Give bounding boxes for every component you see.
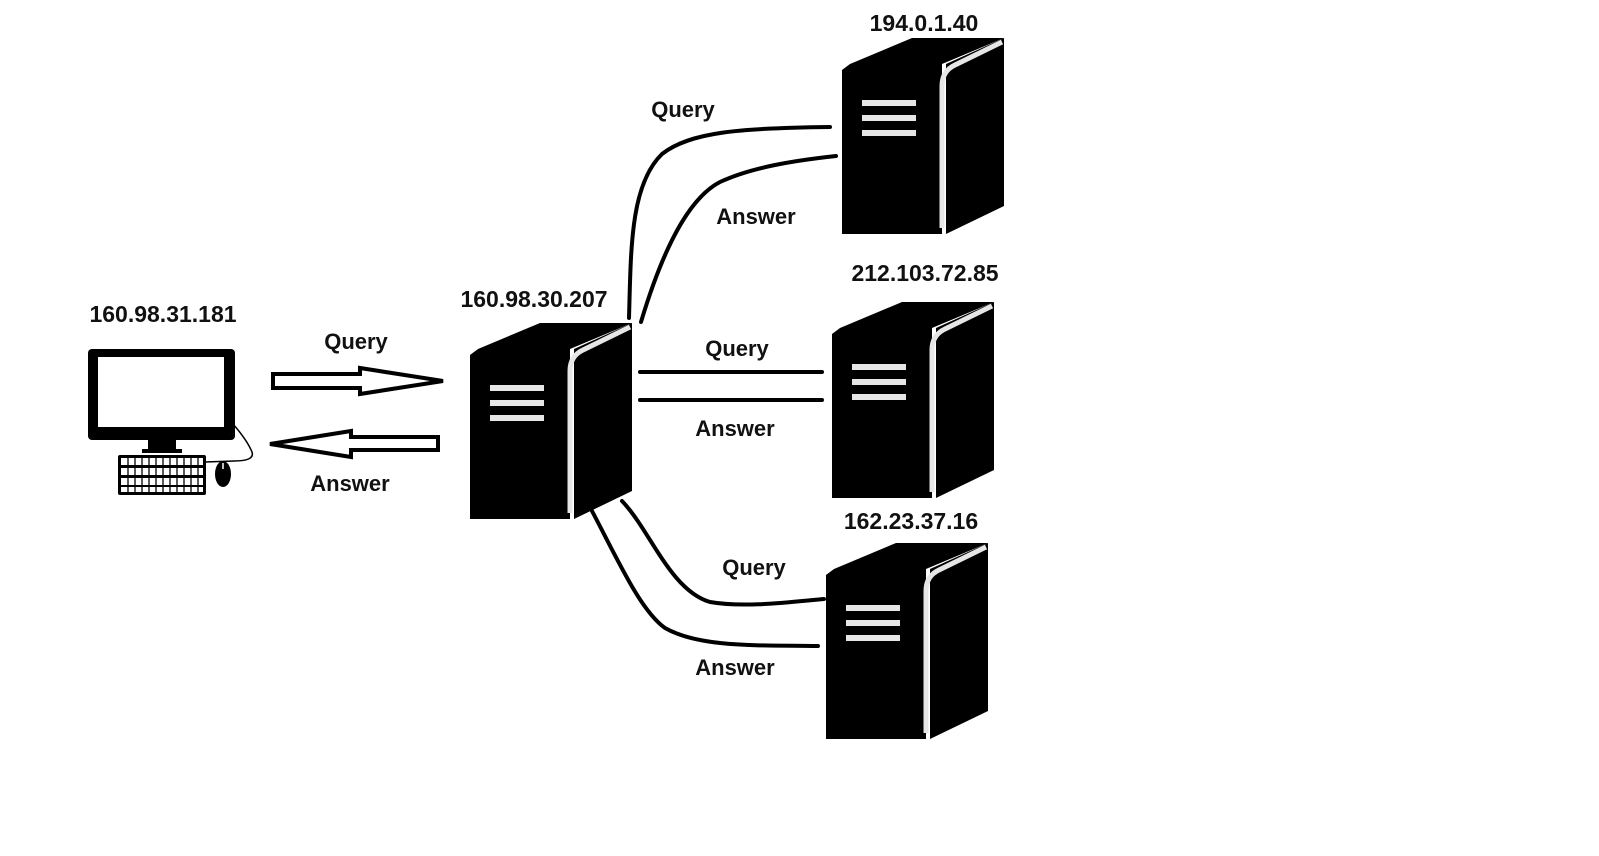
top-server-ip-label: 194.0.1.40 (870, 10, 979, 36)
top-query-line (627, 125, 832, 320)
client-answer-label: Answer (310, 471, 390, 496)
bottom-answer-label: Answer (695, 655, 775, 680)
bottom-query-line (620, 499, 826, 607)
top-server-icon (842, 38, 1004, 234)
client-ip-label: 160.98.31.181 (89, 301, 236, 327)
middle-query-label: Query (705, 336, 769, 361)
answer-arrow-icon (269, 428, 440, 460)
middle-server-icon (832, 302, 994, 498)
top-answer-line (639, 154, 838, 324)
bottom-query-label: Query (722, 555, 786, 580)
bottom-server-ip-label: 162.23.37.16 (844, 508, 978, 534)
top-answer-label: Answer (716, 204, 796, 229)
resolver-server-icon (470, 323, 632, 519)
client-computer-icon (88, 349, 254, 495)
bottom-answer-line (590, 509, 820, 648)
top-query-label: Query (651, 97, 715, 122)
middle-server-ip-label: 212.103.72.85 (851, 260, 998, 286)
middle-answer-label: Answer (695, 416, 775, 441)
bottom-server-icon (826, 543, 988, 739)
resolver-ip-label: 160.98.30.207 (460, 286, 607, 312)
query-arrow-icon (271, 365, 444, 397)
client-query-label: Query (324, 329, 388, 354)
